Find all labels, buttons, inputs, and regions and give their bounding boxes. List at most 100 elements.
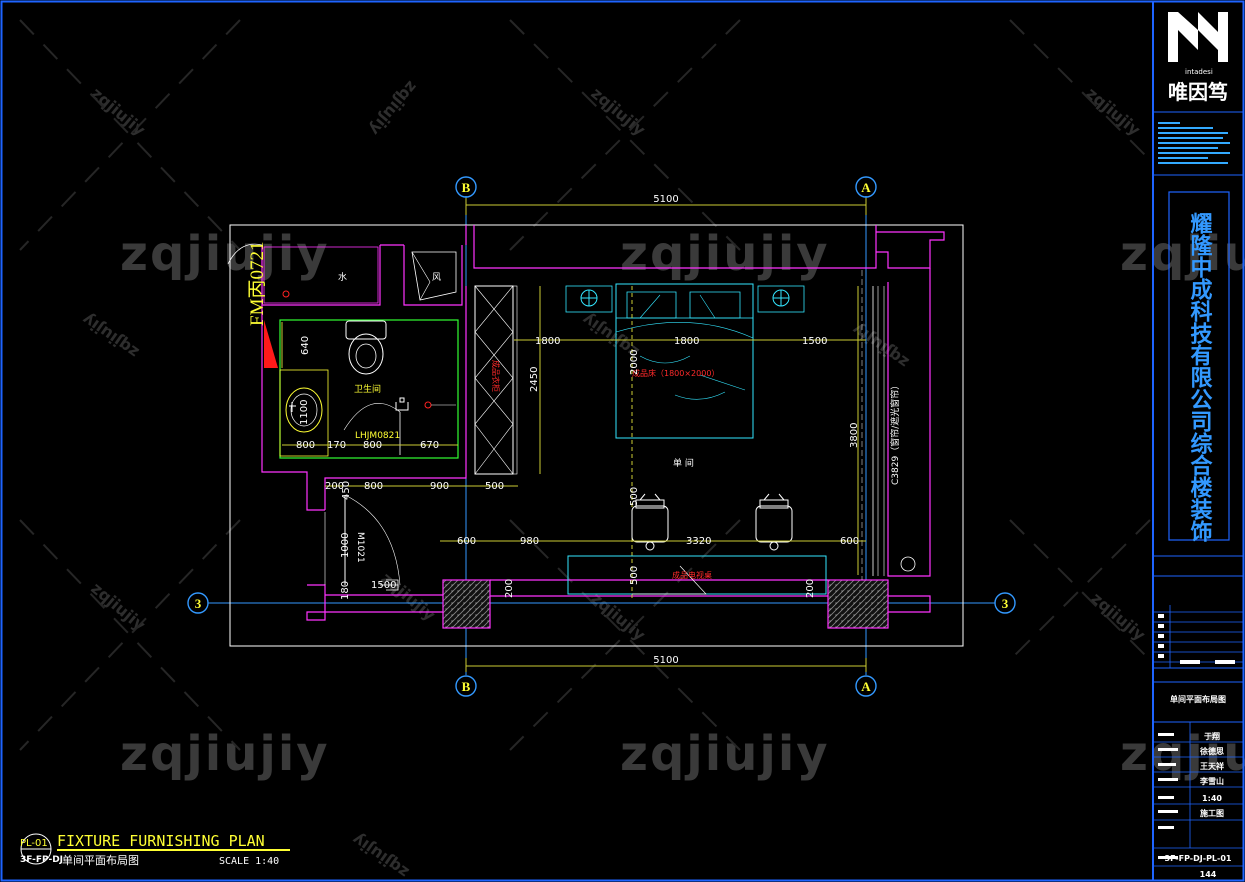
svg-text:intadesi: intadesi	[1185, 68, 1213, 76]
svg-text:500: 500	[485, 481, 504, 492]
title-block: intadesi 唯因笃 耀隆中成科技有限公司综合楼装饰 单间平面布局图	[1153, 12, 1243, 879]
chair-left	[631, 493, 669, 551]
svg-text:成品床（1800×2000）: 成品床（1800×2000）	[632, 368, 719, 378]
svg-text:2450: 2450	[529, 367, 540, 392]
watermark-text: zqjiujiy	[78, 309, 142, 362]
svg-text:1000: 1000	[340, 533, 351, 558]
svg-text:A: A	[861, 679, 871, 694]
approver-name: 李雪山	[1199, 776, 1224, 786]
watermark-text: zqjiujiy	[1087, 589, 1149, 645]
svg-text:980: 980	[520, 536, 539, 547]
watermark-text: zqjiujiy	[120, 726, 330, 782]
grid-bubble-B-bottom: B	[455, 675, 477, 697]
svg-text:M1021: M1021	[355, 532, 365, 563]
nightstand-right	[757, 285, 805, 313]
fire-door-marker	[264, 320, 278, 368]
svg-text:2000: 2000	[629, 350, 640, 375]
svg-text:800: 800	[296, 440, 315, 451]
svg-text:卫生间: 卫生间	[354, 383, 381, 395]
signature-labels	[1158, 733, 1178, 859]
grid-bubble-A-top: A	[855, 176, 877, 198]
revision-table	[1153, 605, 1243, 668]
watermark-text: zqjiujiy	[620, 226, 830, 282]
svg-text:180: 180	[340, 581, 351, 600]
sheet-number: 144	[1200, 870, 1217, 879]
drafter-name: 徐德思	[1199, 746, 1224, 756]
svg-text:1500: 1500	[802, 336, 827, 347]
revision-marks	[1158, 614, 1235, 664]
svg-text:600: 600	[840, 536, 859, 547]
svg-text:200: 200	[805, 579, 816, 598]
dimension-top-overall: 5100	[465, 194, 867, 215]
title-block-scale: 1:40	[1202, 794, 1222, 803]
svg-text:成品衣柜: 成品衣柜	[491, 360, 501, 392]
svg-text:成品电视桌: 成品电视桌	[672, 570, 712, 580]
designer-name: 于翔	[1204, 731, 1220, 741]
structural-column-left	[442, 579, 491, 629]
svg-text:1800: 1800	[674, 336, 699, 347]
svg-text:450: 450	[341, 481, 352, 500]
drawing-number: 3F-FP-DJ-PL-01	[1165, 854, 1232, 863]
svg-text:5100: 5100	[653, 194, 678, 205]
svg-text:1800: 1800	[535, 336, 560, 347]
plan-title-en: FIXTURE FURNISHING PLAN	[57, 832, 265, 850]
svg-text:200: 200	[325, 481, 344, 492]
svg-text:800: 800	[364, 481, 383, 492]
svg-text:1500: 1500	[371, 580, 396, 591]
grid-bubble-B-top: B	[455, 176, 477, 198]
svg-text:A: A	[861, 180, 871, 195]
bathroom-dimensions: 640 1100 800 170 800 670	[281, 322, 458, 451]
bed: 成品床（1800×2000）	[615, 283, 754, 439]
watermark-text: zqjiujiy	[87, 84, 149, 140]
window-curtain: C3829（窗帘/遮光窗帘）	[861, 270, 916, 580]
watermark-text: zqjiujiy	[87, 579, 149, 635]
watermark-text: zqjiujiy	[1082, 84, 1144, 140]
svg-text:B: B	[462, 679, 471, 694]
svg-text:3: 3	[195, 596, 202, 611]
contact-info-bars	[1158, 122, 1230, 164]
svg-text:LHJM0821: LHJM0821	[355, 431, 400, 441]
nightstand-left	[565, 285, 613, 313]
svg-text:800: 800	[363, 440, 382, 451]
svg-text:3800: 3800	[849, 423, 860, 448]
water-shaft: 水	[263, 246, 379, 304]
watermark-text: zqjiujiy	[377, 569, 439, 625]
bed-dimensions: 1800 1800 1500 2000 3800	[514, 286, 866, 600]
watermark-text: zqjiujiy	[365, 77, 421, 139]
svg-text:B: B	[462, 180, 471, 195]
outer-envelope	[229, 224, 964, 647]
svg-text:640: 640	[300, 336, 311, 355]
door-swing-arc	[227, 243, 263, 265]
grid-bubble-3-right: 3	[994, 592, 1016, 614]
air-shaft: 风	[411, 251, 457, 301]
svg-text:200: 200	[504, 579, 515, 598]
watermark-text: zqjiujiy	[1120, 226, 1245, 282]
grid-bubble-3-left: 3	[187, 592, 209, 614]
plan-scale: SCALE 1:40	[219, 856, 279, 867]
plan-bubble-bottom: 3F-FP-DJ	[20, 855, 63, 865]
watermark-text: zqjiujiy	[620, 726, 830, 782]
brand-name: 唯因笃	[1168, 80, 1228, 104]
plan-bubble-top: PL-01	[20, 838, 48, 849]
company-name: 耀隆中成科技有限公司综合楼装饰	[1187, 212, 1213, 543]
bathroom: 卫生间 LHJM0821	[279, 319, 459, 459]
svg-text:600: 600	[457, 536, 476, 547]
watermark-text: zqjiujiy	[120, 226, 330, 282]
svg-text:500: 500	[629, 487, 640, 506]
svg-text:C3829（窗帘/遮光窗帘）: C3829（窗帘/遮光窗帘）	[889, 381, 901, 485]
plan-title-block: PL-01 3F-FP-DJ FIXTURE FURNISHING PLAN 单…	[20, 832, 290, 867]
chair-right	[755, 493, 793, 551]
svg-text:670: 670	[420, 440, 439, 451]
drawing-name: 单间平面布局图	[1170, 694, 1226, 704]
svg-text:水: 水	[338, 271, 347, 283]
grid-bubble-A-bottom: A	[855, 675, 877, 697]
svg-text:3320: 3320	[686, 536, 711, 547]
drawing-stage: 施工图	[1200, 808, 1224, 818]
structural-column-right	[827, 579, 889, 629]
walls	[261, 225, 945, 621]
svg-text:900: 900	[430, 481, 449, 492]
checker-name: 王天祥	[1200, 761, 1224, 771]
lower-dimensions: 200 800 900 500 450 600 980 3320 600 500…	[325, 481, 866, 600]
